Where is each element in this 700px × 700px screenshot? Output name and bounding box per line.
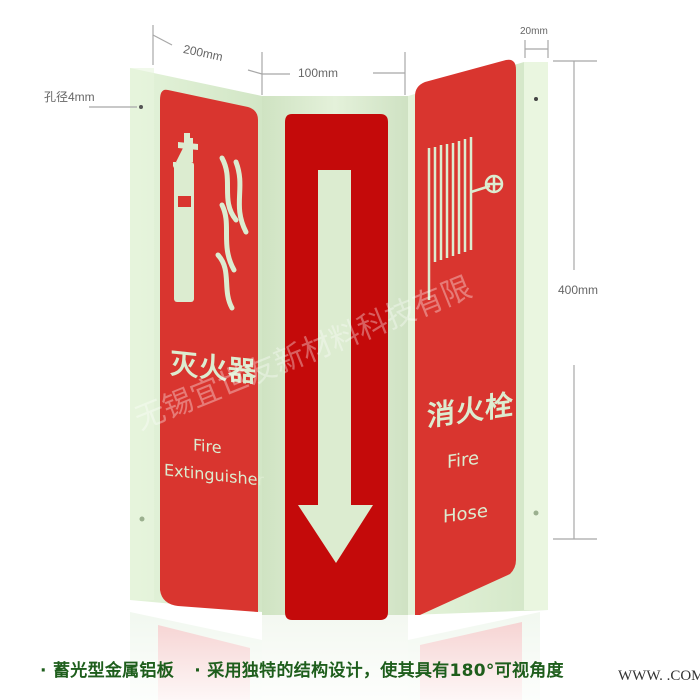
- fire-hose-reel-icon: [427, 137, 504, 300]
- dimension-lines: [89, 25, 597, 540]
- dimension-flange: 20mm: [520, 26, 548, 37]
- right-english-line1: Fire: [447, 448, 479, 473]
- dimension-width-center: 100mm: [298, 66, 339, 80]
- url-watermark: WWW. .COM: [618, 668, 700, 684]
- down-arrow-icon: [298, 170, 373, 563]
- left-english-line1: Fire: [193, 435, 222, 457]
- dimension-height: 400mm: [558, 283, 599, 297]
- mount-hole-icon: [139, 516, 145, 522]
- dimension-hole-diameter: 孔径4mm: [44, 90, 95, 104]
- flames-icon: [215, 155, 249, 311]
- feature-caption: · 蓄光型金属铝板 · 采用独特的结构设计，使其具有180°可视角度: [40, 656, 578, 681]
- caption-item-material: · 蓄光型金属铝板: [40, 661, 175, 681]
- center-panel: [262, 96, 408, 620]
- right-panel: [408, 59, 548, 615]
- mount-hole-icon: [139, 105, 143, 109]
- mount-hole-icon: [533, 510, 539, 516]
- mount-hole-icon: [534, 97, 538, 101]
- fire-extinguisher-icon: [173, 133, 198, 302]
- caption-item-viewing-angle: · 采用独特的结构设计，使其具有180°可视角度: [194, 661, 564, 681]
